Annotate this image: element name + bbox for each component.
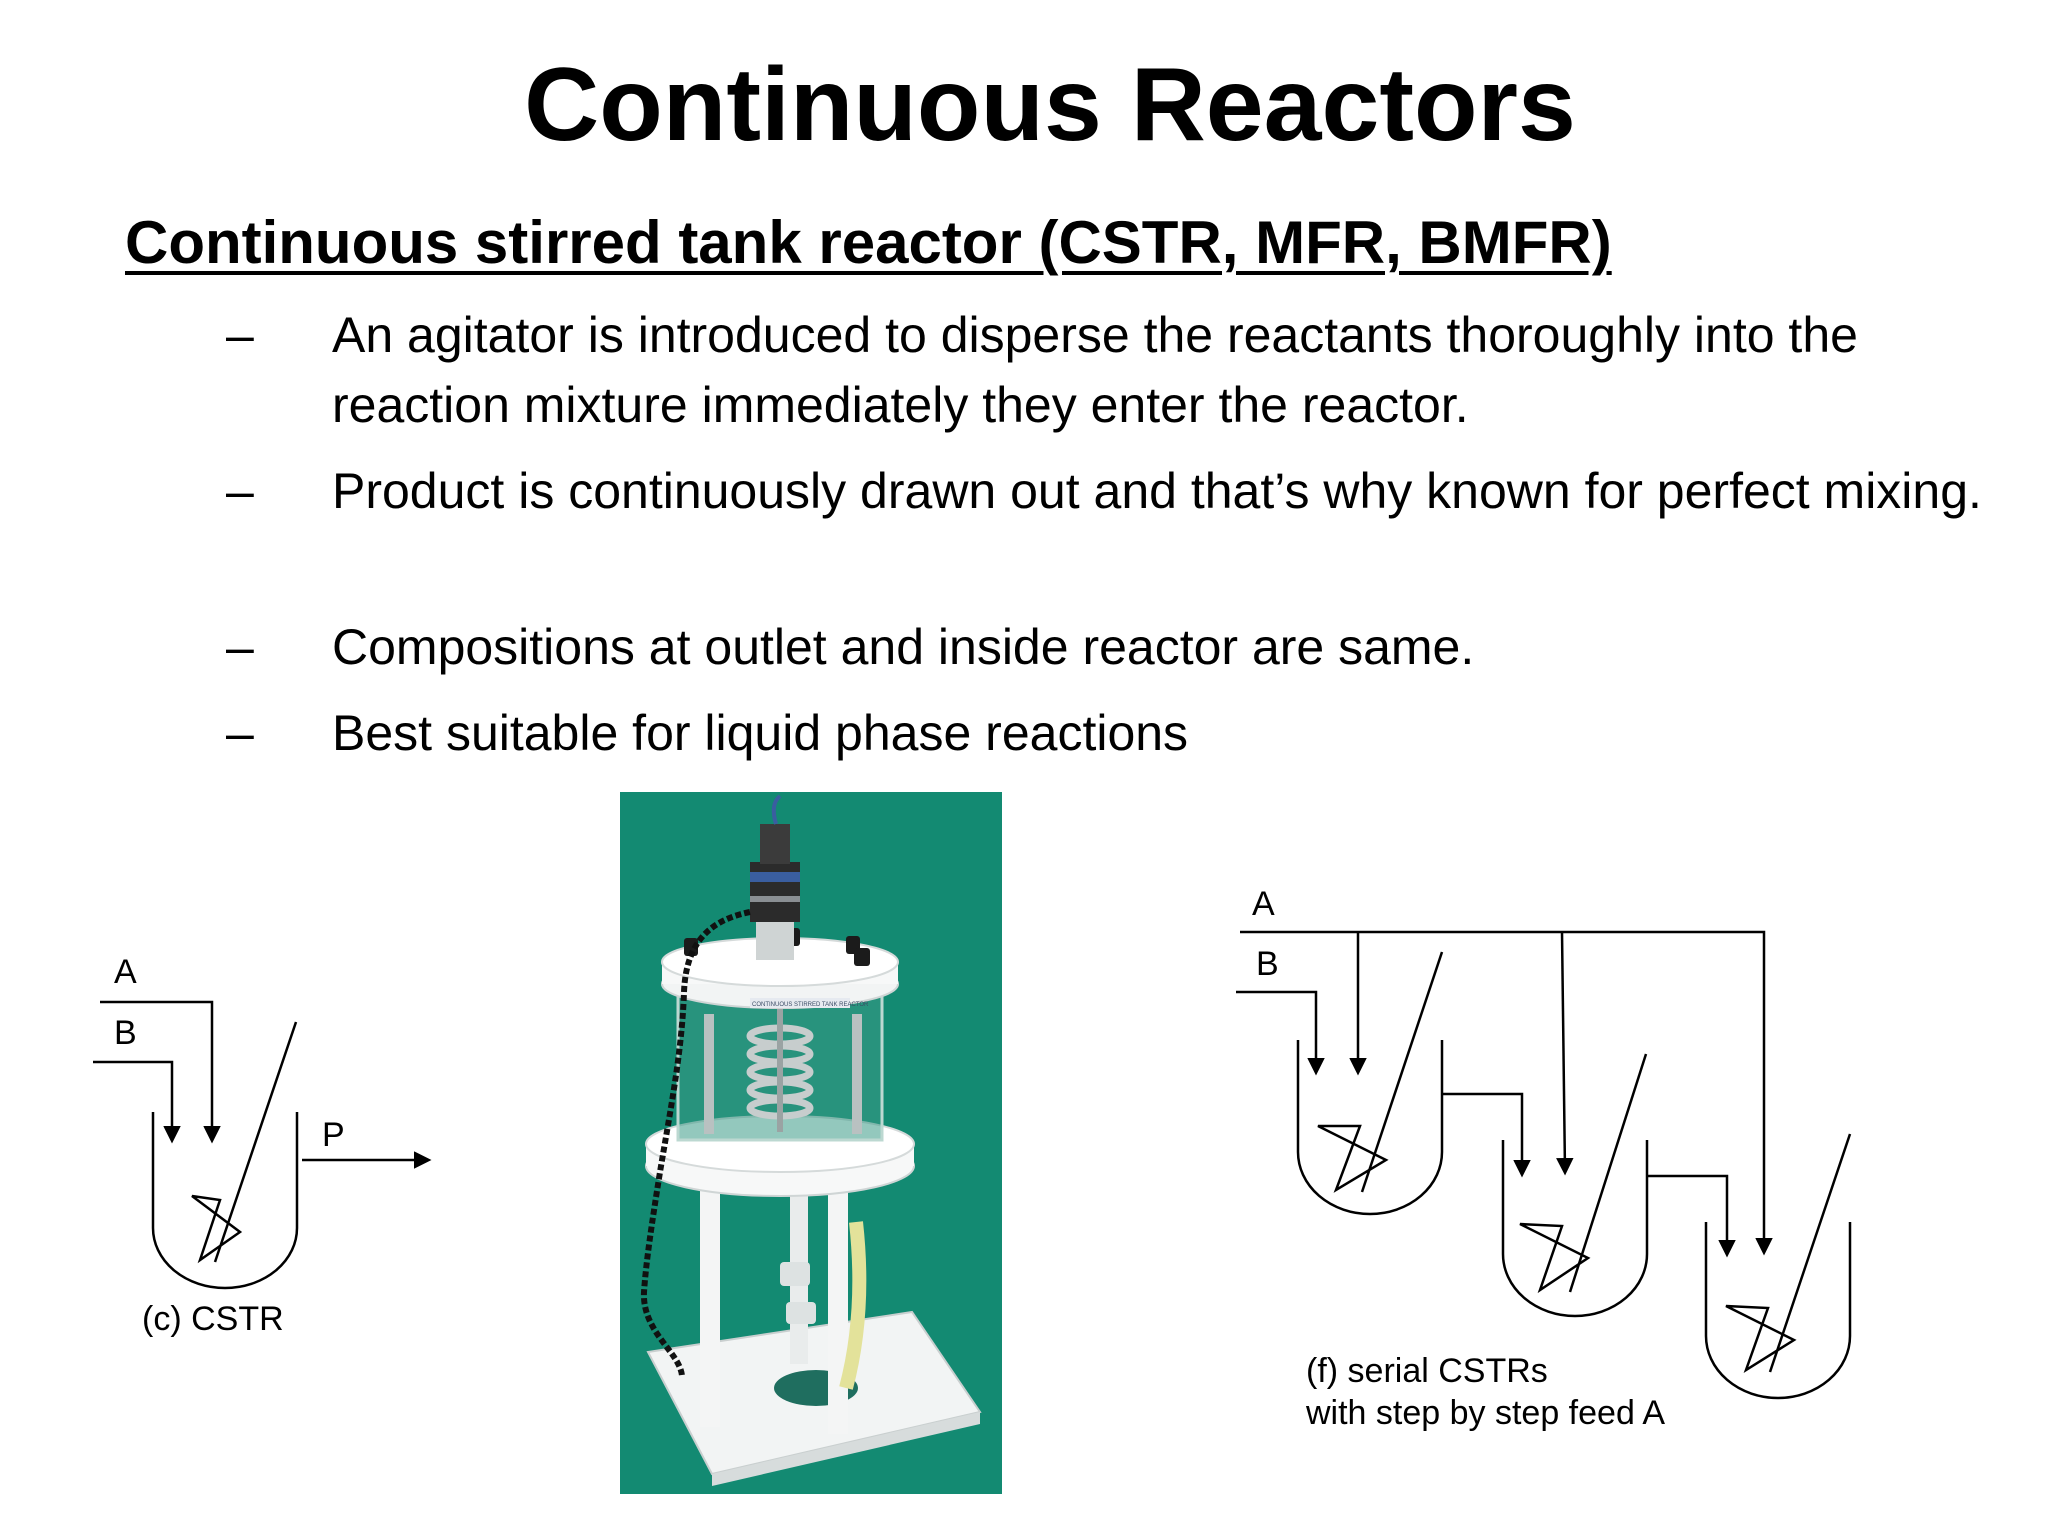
bullet-dash: – [226,705,254,761]
bullet-text: Product is continuously drawn out and th… [332,463,1982,519]
reactor-photo-label: CONTINUOUS STIRRED TANK REACTOR [752,1002,869,1008]
reactor-photo: CONTINUOUS STIRRED TANK REACTOR [620,792,1002,1494]
bullet-text: Best suitable for liquid phase reactions [332,705,1189,761]
bullet-dash: – [226,619,254,675]
feed-b-label: B [114,1014,137,1052]
serial-caption-line1: (f) serial CSTRs [1306,1352,1548,1390]
slide-subtitle: Continuous stirred tank reactor (CSTR, M… [125,209,1612,276]
cstr-left [93,1000,432,1290]
slide-title: Continuous Reactors [524,47,1576,163]
bullet-dash: – [226,463,254,519]
cstr-caption: (c) CSTR [142,1300,284,1338]
serial-feed-a-label: A [1252,885,1275,923]
serial-cstrs [1236,930,1852,1400]
bullet-dash: – [226,307,254,363]
bullet-text: An agitator is introduced to disperse th… [332,307,1858,433]
serial-caption-line2: with step by step feed A [1305,1394,1665,1432]
serial-feed-b-label: B [1256,945,1279,983]
feed-a-label: A [114,953,137,991]
product-label: P [322,1116,345,1154]
bullet-text: Compositions at outlet and inside reacto… [332,619,1475,675]
